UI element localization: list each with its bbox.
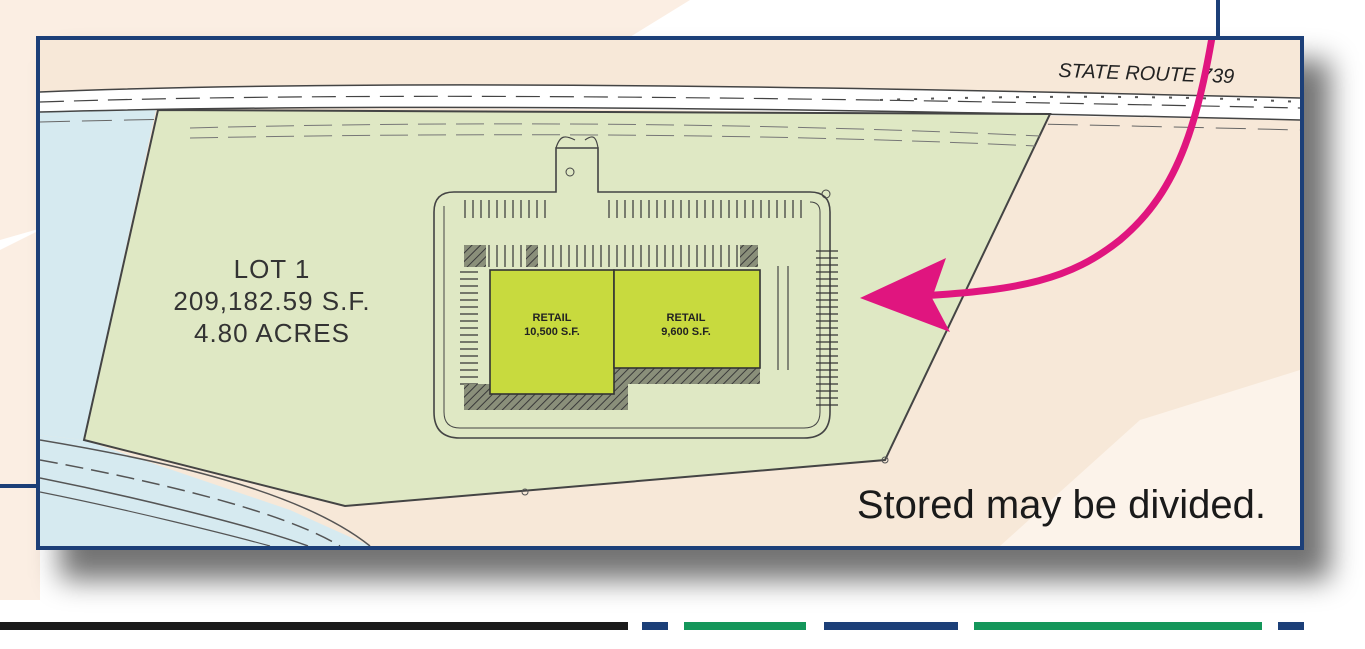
bar-segment-green-2 (974, 622, 1262, 630)
parking-lot-outline (433, 147, 831, 439)
bar-segment-dark (0, 622, 628, 630)
arrow-head-icon (860, 258, 950, 332)
building-1-size: 10,500 S.F. (524, 326, 580, 338)
site-plan-frame: RETAIL 10,500 S.F. RETAIL 9,600 S.F. LOT… (36, 36, 1304, 550)
bar-segment-navy-2 (824, 622, 958, 630)
retail-building-1 (489, 269, 615, 395)
plan-caption: Stored may be divided. (856, 483, 1266, 527)
retail-building-2 (613, 269, 761, 369)
bar-segment-navy-1 (642, 622, 668, 630)
building-2-use: RETAIL (667, 312, 706, 324)
bottom-color-bar (0, 620, 1365, 632)
lot-area: 209,182.59 S.F. (173, 286, 370, 316)
pointer-arrow (916, 40, 1216, 300)
water-area (40, 100, 158, 440)
bar-segment-green-1 (684, 622, 806, 630)
lot-acres: 4.80 ACRES (194, 318, 350, 348)
building-2-size: 9,600 S.F. (661, 326, 711, 338)
building-1-use: RETAIL (533, 312, 572, 324)
site-plan-drawing: RETAIL 10,500 S.F. RETAIL 9,600 S.F. LOT… (40, 40, 1300, 546)
bar-segment-navy-3 (1278, 622, 1304, 630)
lot-name: LOT 1 (234, 254, 311, 284)
